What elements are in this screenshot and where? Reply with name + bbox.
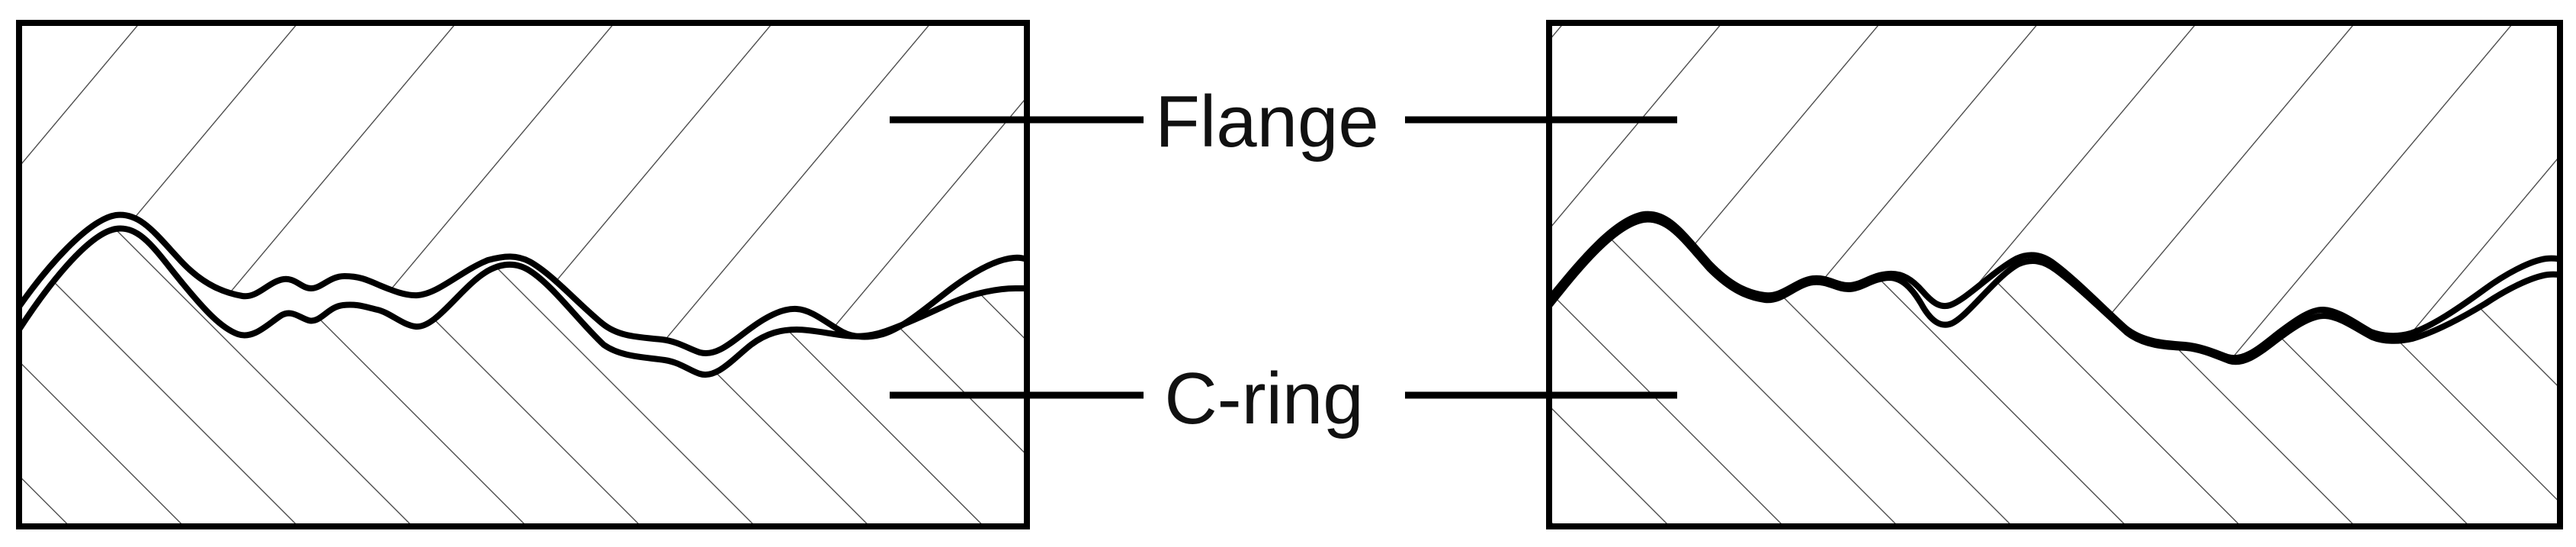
left-lower-surface-line bbox=[16, 225, 1030, 378]
cring-label: C-ring bbox=[1164, 358, 1363, 439]
right-panel bbox=[1546, 20, 2563, 529]
left-cring-hatch-region bbox=[19, 228, 1027, 526]
callouts: Flange C-ring bbox=[890, 81, 1677, 439]
right-lower-surface-line bbox=[1546, 216, 2563, 365]
left-panel-border bbox=[16, 20, 1030, 529]
left-panel bbox=[16, 20, 1030, 529]
right-cring-hatch-region bbox=[1549, 219, 2560, 526]
flange-label: Flange bbox=[1155, 81, 1379, 162]
right-panel-border bbox=[1546, 20, 2563, 529]
left-flange-hatch-region bbox=[19, 23, 1027, 354]
right-flange-hatch-region bbox=[1549, 23, 2560, 359]
right-upper-surface-line bbox=[1546, 211, 2563, 362]
